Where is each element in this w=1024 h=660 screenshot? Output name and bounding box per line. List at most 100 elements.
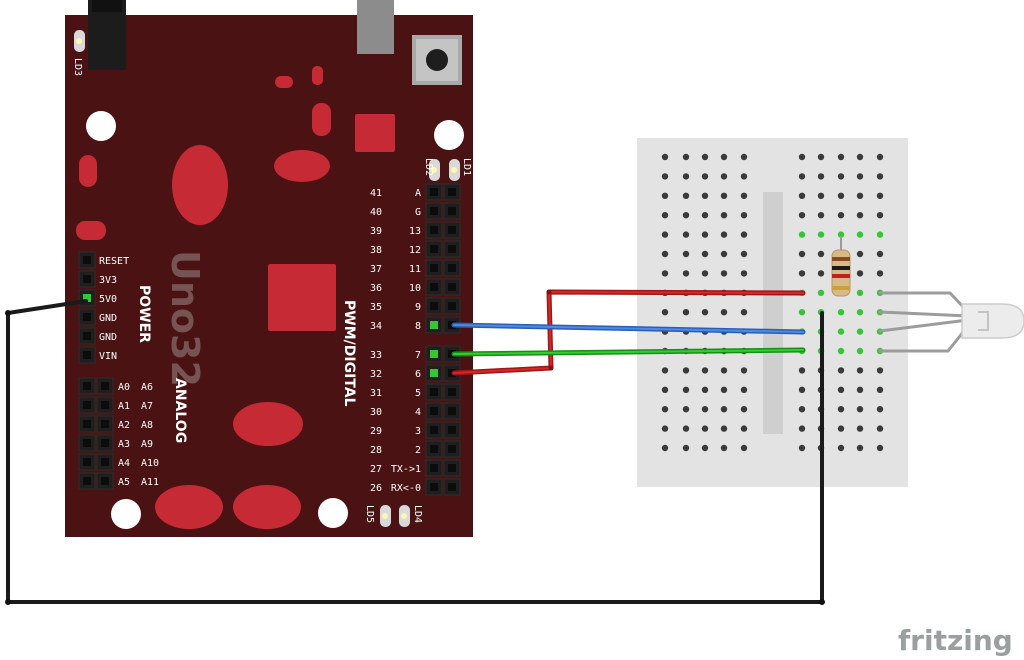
breadboard-hole [798,212,806,219]
breadboard-hole [720,309,728,316]
analog-pin-label: A8 [141,420,153,431]
analog-pin [96,377,114,395]
digital-pin [443,240,461,258]
breadboard-hole [661,250,669,258]
breadboard-hole [701,425,709,432]
digital-pin-label: TX->1 [391,464,421,475]
analog-pin-label: A1 [118,401,130,412]
breadboard-hole [856,289,864,296]
breadboard-hole [837,425,845,432]
breadboard [637,138,908,487]
breadboard-hole [661,153,669,161]
breadboard-hole [701,250,709,258]
analog-pin-label: A4 [118,458,130,469]
breadboard-hole [720,270,728,277]
digital-pin [443,421,461,439]
breadboard-hole [856,231,864,238]
power-pin-label: RESET [99,256,129,267]
breadboard-hole [798,386,806,393]
breadboard-hole [661,231,669,238]
breadboard-hole [720,367,728,374]
breadboard-hole [856,425,864,432]
digital-pin [425,297,443,315]
breadboard-hole [720,386,728,393]
digital-pin [425,240,443,258]
digital-pin-label: 2 [415,445,421,456]
analog-pin [96,453,114,471]
breadboard-hole [720,444,728,452]
breadboard-hole [740,425,748,432]
analog-pin-label: A2 [118,420,130,431]
breadboard-hole [682,270,690,277]
digital-pin [425,259,443,277]
mounting-hole [86,111,116,141]
power-pin [78,251,96,269]
breadboard-hole [856,367,864,374]
breadboard-hole [876,231,884,238]
digital-pin-label: 35 [370,302,382,313]
breadboard-hole [856,212,864,219]
digital-pin-label: 37 [370,264,382,275]
power-group-label: POWER [136,285,152,343]
breadboard-hole [682,406,690,413]
power-pin-label: VIN [99,351,117,362]
led-label: LD1 [461,158,472,176]
breadboard-hole [720,212,728,219]
digital-pin [425,459,443,477]
breadboard-hole [876,406,884,413]
power-pin-label: GND [99,332,117,343]
digital-pin-label: 40 [370,207,382,218]
breadboard-hole [856,153,864,161]
breadboard-hole [856,406,864,413]
wires [5,289,825,605]
breadboard-hole [856,386,864,393]
breadboard-hole [876,173,884,180]
breadboard-hole [720,153,728,161]
analog-pin-label: A0 [118,382,130,393]
analog-pin-label: A9 [141,439,153,450]
digital-pin [443,259,461,277]
breadboard-hole [856,173,864,180]
digital-pin-label: 31 [370,388,382,399]
analog-pin-label: A10 [141,458,159,469]
breadboard-hole [740,250,748,258]
breadboard-hole [876,270,884,277]
analog-pin [78,377,96,395]
digital-pin-label: 10 [409,283,421,294]
digital-pin [443,440,461,458]
breadboard-hole [798,173,806,180]
breadboard-hole [837,212,845,219]
breadboard-hole [682,231,690,238]
digital-pin-label: 6 [415,369,421,380]
digital-pin-label: 4 [415,407,421,418]
digital-pin [443,221,461,239]
breadboard-hole [837,192,845,199]
breadboard-hole [876,425,884,432]
power-pin-label: GND [99,313,117,324]
digital-pin-label: 33 [370,350,382,361]
breadboard-hole [856,444,864,452]
mounting-hole [111,499,141,529]
breadboard-hole [701,444,709,452]
analog-pin-label: A7 [141,401,153,412]
breadboard-hole [682,367,690,374]
fritzing-logo: fritzing [898,624,1013,657]
breadboard-hole [740,212,748,219]
wire-pin7-green-hl [453,349,804,355]
breadboard-hole [740,173,748,180]
breadboard-hole [856,250,864,258]
breadboard-hole [661,444,669,452]
digital-pin-label: 28 [370,445,382,456]
breadboard-holes [661,153,884,452]
breadboard-hole [701,153,709,161]
led-ld3: LD3 [72,30,85,76]
breadboard-hole [720,406,728,413]
digital-pin [425,440,443,458]
breadboard-hole [837,173,845,180]
breadboard-hole [740,270,748,277]
digital-pin [425,421,443,439]
breadboard-hole [720,425,728,432]
analog-pin [78,434,96,452]
breadboard-hole [856,309,864,316]
